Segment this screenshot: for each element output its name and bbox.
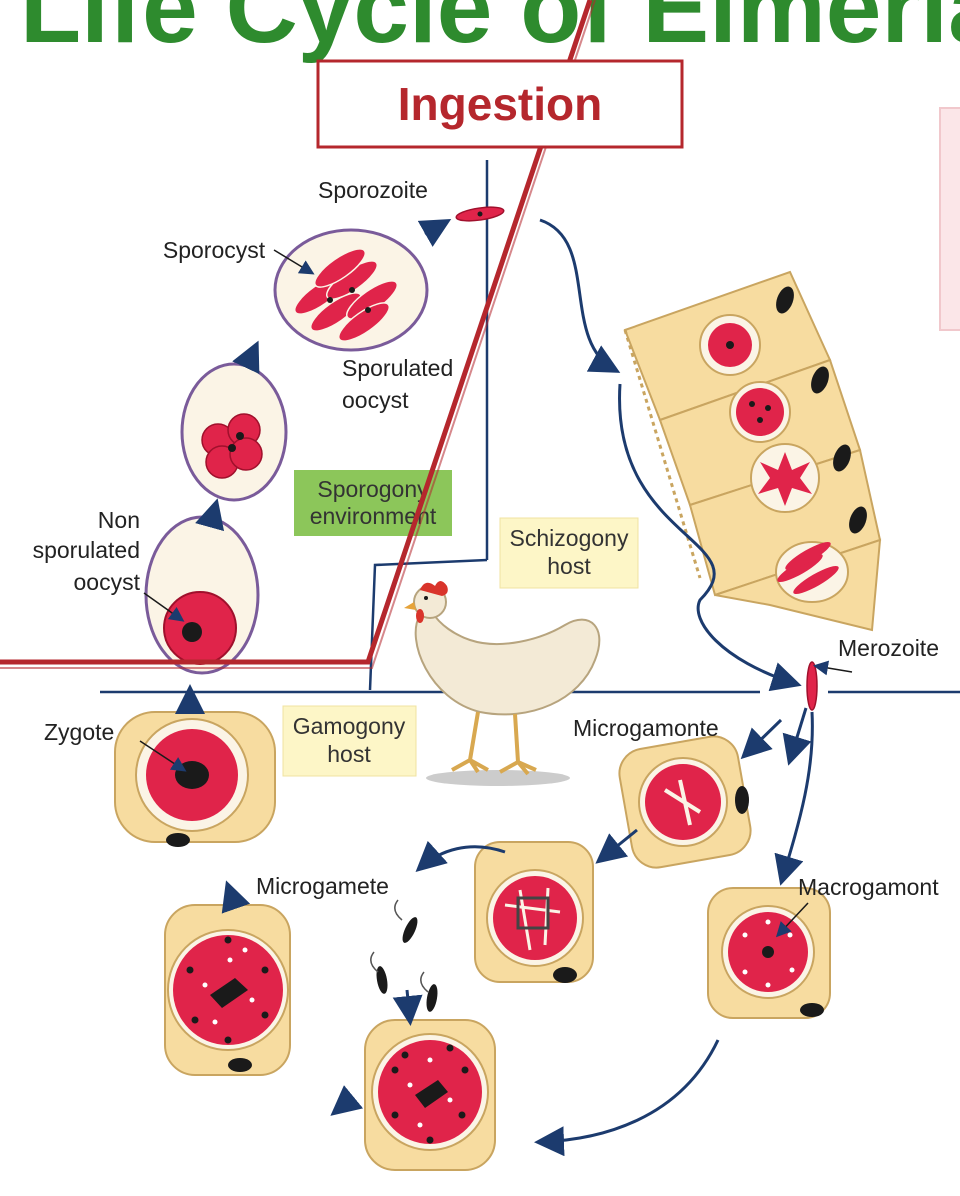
schizogony-sublabel: host: [547, 553, 591, 579]
schizogony-box: Schizogony host: [500, 518, 638, 588]
gamogony-sublabel: host: [327, 741, 371, 767]
epithelial-cells: [625, 272, 880, 630]
sporulated-oocyst-label-1: Sporulated: [342, 355, 453, 381]
chicken-illustration: [404, 581, 599, 786]
side-panel: [940, 108, 960, 330]
fertilization-cell: [365, 1020, 495, 1170]
ingestion-callout: Ingestion: [318, 61, 682, 147]
non-sporulated-oocyst: [146, 517, 258, 673]
sporulated-oocyst-label-2: oocyst: [342, 387, 409, 413]
sporogony-label: Sporogony: [317, 476, 429, 502]
microgamonte-cell: [615, 732, 754, 871]
title: Life Cycle of Eimeria: [20, 0, 960, 64]
macrogamont-label: Macrogamont: [798, 874, 939, 900]
sporozoite-label: Sporozoite: [318, 177, 428, 203]
microgametes: [371, 900, 440, 1013]
macrogamont-cell: [708, 888, 830, 1018]
microgamete-label: Microgamete: [256, 873, 389, 899]
non-sporulated-label-1: Non: [98, 507, 140, 533]
merozoite-label: Merozoite: [838, 635, 939, 661]
sporulated-oocyst: [275, 230, 427, 350]
zygote-label: Zygote: [44, 719, 114, 745]
dividing-oocyst: [182, 364, 286, 500]
microgamonte-label: Microgamonte: [573, 715, 719, 741]
gamogony-label: Gamogony: [293, 713, 406, 739]
merozoite-cell: [807, 662, 817, 710]
sporocyst-label: Sporocyst: [163, 237, 266, 263]
ingestion-label: Ingestion: [398, 78, 602, 130]
zygote-cell: [115, 712, 275, 847]
developing-zygote-cell: [165, 905, 290, 1075]
non-sporulated-label-2: sporulated: [33, 537, 140, 563]
non-sporulated-label-3: oocyst: [74, 569, 141, 595]
rupturing-microgamonte-cell: [475, 842, 593, 983]
schizogony-label: Schizogony: [510, 525, 629, 551]
gamogony-box: Gamogony host: [283, 706, 416, 776]
